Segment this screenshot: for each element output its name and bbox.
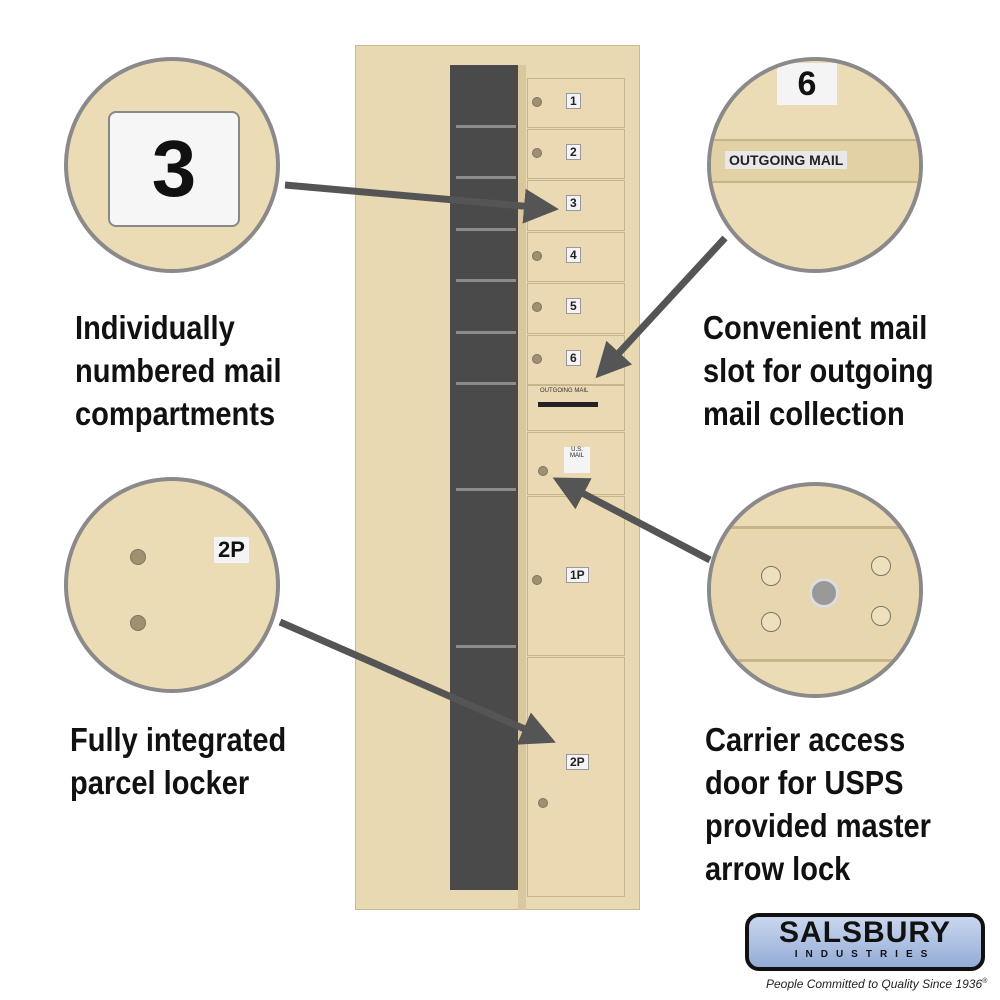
parcel-number-plate: 2P	[214, 537, 249, 563]
arrow-to-outgoing-slot	[595, 235, 728, 379]
shelf	[456, 279, 516, 282]
outgoing-mail-slot[interactable]: OUTGOING MAIL	[527, 385, 625, 431]
arrow-lock-icon	[809, 578, 839, 608]
us-mail-plate: U.S. MAIL	[564, 447, 590, 473]
number-plate: 3	[108, 111, 240, 227]
compartment-door-2[interactable]: 2	[527, 129, 625, 179]
arrow-to-carrier-door	[552, 477, 712, 564]
compartment-number: 1	[566, 93, 581, 109]
shelf	[456, 176, 516, 179]
compartment-number: 6	[566, 350, 581, 366]
shelf	[456, 488, 516, 491]
parcel-locker-1p[interactable]: 1P	[527, 496, 625, 656]
arrow-to-parcel-locker	[278, 618, 556, 745]
logo-tagline: People Committed to Quality Since 1936®	[766, 977, 988, 991]
shelf	[456, 228, 516, 231]
door-hinge-edge	[518, 65, 526, 910]
compartment-number: 2	[566, 144, 581, 160]
compartment-door-5[interactable]: 5	[527, 283, 625, 334]
arrow-to-compartment-3	[284, 181, 559, 224]
mail-slot-opening	[538, 402, 598, 407]
parcel-locker-2p[interactable]: 2P	[527, 657, 625, 897]
parcel-number: 2P	[566, 754, 589, 770]
shelf	[456, 382, 516, 385]
compartment-door-1[interactable]: 1	[527, 78, 625, 128]
zoom-circle-carrier	[707, 482, 923, 698]
compartment-number: 4	[566, 247, 581, 263]
zoom-circle-outgoing: 6 OUTGOING MAIL	[707, 57, 923, 273]
number-plate: 6	[777, 63, 837, 105]
shelf	[456, 125, 516, 128]
compartment-number: 5	[566, 298, 581, 314]
outgoing-mail-label: OUTGOING MAIL	[725, 151, 848, 169]
zoom-circle-numbered: 3	[64, 57, 280, 273]
salsbury-logo: SALSBURY INDUSTRIES	[745, 913, 985, 971]
compartment-number: 3	[566, 195, 581, 211]
shelf	[456, 331, 516, 334]
shelf	[456, 645, 516, 648]
outgoing-mail-label: OUTGOING MAIL	[540, 388, 589, 394]
zoom-circle-parcel: 2P	[64, 477, 280, 693]
compartment-door-4[interactable]: 4	[527, 232, 625, 282]
parcel-number: 1P	[566, 567, 589, 583]
